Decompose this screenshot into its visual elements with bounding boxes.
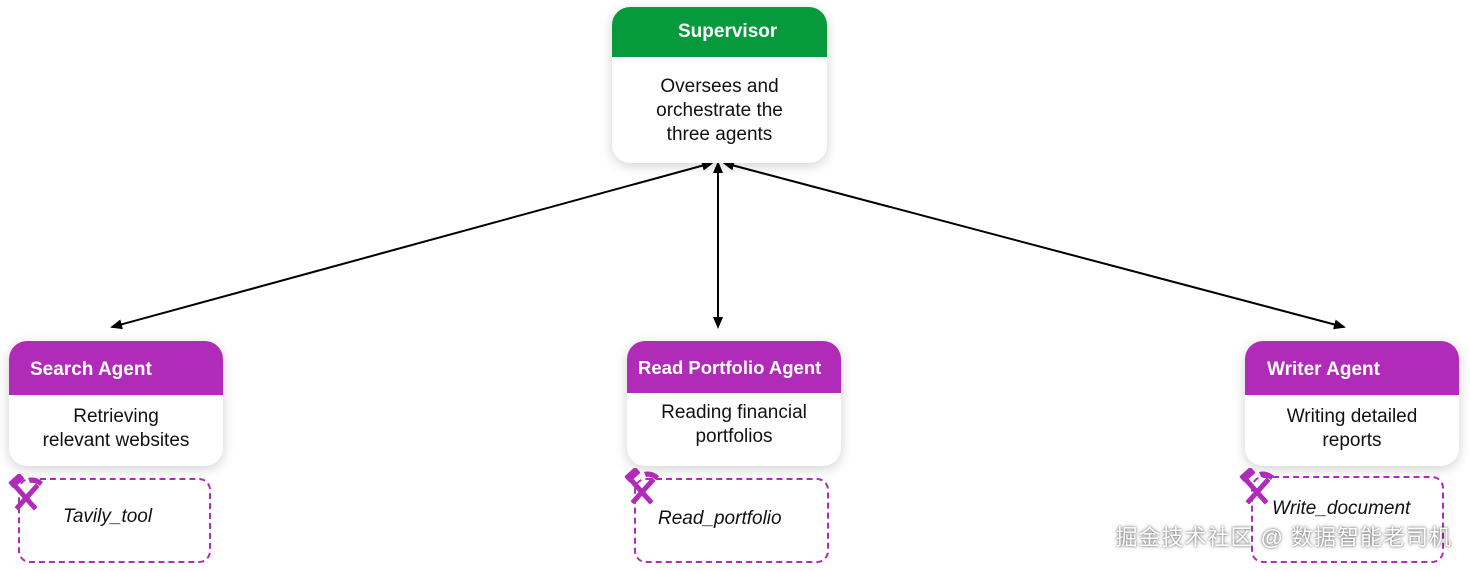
tavily-tool-label: Tavily_tool: [63, 506, 153, 527]
search-agent-desc-line: relevant websites: [42, 430, 190, 451]
writer-agent-desc-line: Writing detailed: [1286, 406, 1418, 427]
writer-agent-node: Writer Agent Writing detailed reports: [1245, 341, 1459, 466]
search-agent-description: Retrieving relevant websites: [9, 395, 223, 453]
arrow-supervisor-search: [110, 160, 714, 330]
writer-agent-header: Writer Agent: [1245, 341, 1459, 395]
supervisor-description: Oversees and orchestrate the three agent…: [612, 57, 827, 147]
search-agent-title: Search Agent: [30, 359, 152, 380]
supervisor-desc-line: orchestrate the: [656, 100, 783, 121]
watermark-text: 掘金技术社区 @ 数据智能老司机: [1115, 525, 1452, 550]
write-document-tool-label: Write_document: [1272, 498, 1411, 519]
read-portfolio-agent-title: Read Portfolio Agent: [638, 357, 822, 378]
writer-agent-title: Writer Agent: [1267, 359, 1380, 380]
hammer-pick-icon: [1239, 468, 1274, 505]
read-portfolio-agent-desc-line: portfolios: [695, 426, 773, 447]
read-portfolio-tool-label: Read_portfolio: [658, 508, 782, 529]
read-portfolio-agent-node: Read Portfolio Agent Reading financial p…: [627, 341, 841, 466]
hammer-pick-icon: [624, 468, 659, 505]
write-document-tool-box: Write_document: [1251, 476, 1444, 563]
read-portfolio-tool-box: Read_portfolio: [634, 478, 829, 563]
arrow-supervisor-writer: [722, 160, 1346, 330]
read-portfolio-agent-description: Reading financial portfolios: [627, 393, 841, 449]
search-agent-desc-line: Retrieving: [73, 406, 159, 427]
search-agent-header: Search Agent: [9, 341, 223, 395]
read-portfolio-agent-header: Read Portfolio Agent: [627, 341, 841, 393]
search-agent-node: Search Agent Retrieving relevant website…: [9, 341, 223, 466]
supervisor-desc-line: Oversees and: [660, 76, 779, 97]
tavily-tool-box: Tavily_tool: [18, 478, 211, 563]
read-portfolio-agent-desc-line: Reading financial: [661, 402, 807, 423]
supervisor-desc-line: three agents: [666, 124, 773, 145]
hammer-pick-icon: [8, 474, 43, 511]
writer-agent-desc-line: reports: [1322, 430, 1382, 451]
writer-agent-description: Writing detailed reports: [1245, 395, 1459, 453]
supervisor-title: Supervisor: [678, 21, 778, 42]
supervisor-node: Supervisor Oversees and orchestrate the …: [612, 7, 827, 163]
supervisor-header: Supervisor: [612, 7, 827, 57]
